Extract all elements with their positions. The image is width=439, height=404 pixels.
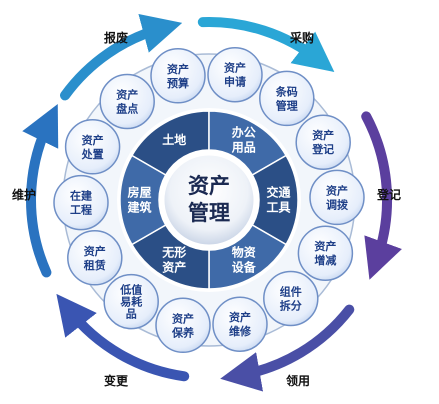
operation-label-0-line-1: 预算	[167, 76, 189, 90]
lifecycle-label-3: 变更	[104, 373, 129, 388]
operation-bubble-circle	[297, 225, 354, 281]
operation-label-5-line-1: 增减	[314, 253, 336, 267]
operation-label-0-line-0: 资产	[167, 62, 189, 76]
category-sector-shape	[119, 154, 167, 246]
operation-label-8-line-0: 资产	[172, 311, 194, 325]
operation-label-2-line-1: 管理	[276, 98, 298, 112]
category-label-5-line-0: 房屋	[127, 185, 151, 200]
operation-bubble-circle	[103, 273, 159, 330]
operation-label-13-line-0: 资产	[116, 88, 138, 102]
lifecycle-arrow-3	[56, 293, 190, 382]
center-circle	[161, 152, 257, 248]
operation-label-9-line-0: 低值	[119, 283, 142, 297]
lifecycle-label-4: 维护	[12, 187, 36, 202]
operation-label-6-line-1: 拆分	[280, 298, 302, 312]
center-title-line2: 管理	[188, 201, 230, 225]
center-hub: 资产 管理	[161, 152, 257, 248]
operation-label-3-line-0: 资产	[312, 128, 334, 142]
lifecycle-arrows	[22, 13, 402, 392]
operation-label-9-line-1: 易耗	[120, 295, 142, 309]
operation-label-9-line-2: 品	[126, 308, 137, 321]
operation-label-12-line-1: 处置	[81, 147, 104, 161]
lifecycle-arrow-2	[220, 304, 355, 392]
category-label-3-line-0: 物资	[232, 245, 256, 260]
category-label-4-line-1: 资产	[162, 260, 186, 275]
lifecycle-arrow-4	[22, 104, 59, 278]
lifecycle-arrow-5	[60, 13, 183, 101]
operation-label-5-line-0: 资产	[314, 239, 336, 253]
category-label-1-line-1: 用品	[231, 140, 256, 154]
category-label-2-line-0: 交通	[266, 185, 290, 200]
lifecycle-label-1: 登记	[376, 187, 401, 202]
operation-label-4-line-0: 资产	[326, 183, 348, 197]
operation-bubble-circle	[295, 114, 351, 170]
operation-label-11-line-1: 工程	[70, 203, 92, 217]
operation-bubble-circle	[64, 119, 121, 175]
operation-label-1-line-0: 资产	[224, 61, 246, 75]
operation-label-3-line-1: 登记	[311, 142, 334, 156]
operation-label-7-line-1: 维修	[229, 324, 252, 338]
operation-bubble-circle	[155, 297, 211, 354]
operation-label-4-line-1: 调拨	[326, 197, 349, 211]
category-label-4-line-0: 无形	[161, 246, 186, 260]
category-label-1-line-0: 办公	[232, 124, 256, 139]
category-label-2-line-1: 工具	[266, 201, 290, 215]
operation-bubble-circle	[150, 48, 206, 104]
operation-label-8-line-1: 保养	[171, 325, 195, 339]
operation-label-6-line-0: 组件	[280, 284, 302, 298]
operation-bubble-circle	[53, 174, 109, 231]
category-label-0-line-0: 土地	[162, 132, 186, 147]
operation-label-11-line-0: 在建	[70, 189, 93, 203]
operation-bubble-circle	[263, 270, 319, 327]
operation-bubble-circle	[207, 46, 263, 103]
lifecycle-label-0: 采购	[289, 30, 314, 45]
operation-label-12-line-0: 资产	[82, 133, 104, 147]
lifecycle-label-2: 领用	[286, 373, 310, 388]
operation-label-13-line-1: 盘点	[116, 102, 138, 116]
operation-bubble-circle	[309, 169, 365, 226]
category-label-5-line-1: 建筑	[126, 200, 151, 215]
operation-label-1-line-1: 申请	[224, 75, 246, 89]
lifecycle-label-5: 报废	[104, 30, 128, 45]
operation-label-7-line-0: 资产	[229, 310, 251, 324]
operation-bubble-circle	[259, 70, 315, 127]
lifecycle-arrow-0	[197, 17, 335, 73]
operation-label-2-line-0: 条码	[275, 84, 298, 98]
operation-bubble-circle	[212, 296, 268, 352]
operation-label-10-line-0: 资产	[84, 244, 106, 258]
operation-bubble-circle	[99, 73, 155, 130]
operation-bubble-circle	[67, 230, 123, 286]
operation-label-10-line-1: 租赁	[84, 258, 106, 272]
category-label-3-line-1: 设备	[232, 260, 257, 275]
center-title-line1: 资产	[188, 174, 230, 198]
lifecycle-arrow-1	[361, 111, 402, 280]
